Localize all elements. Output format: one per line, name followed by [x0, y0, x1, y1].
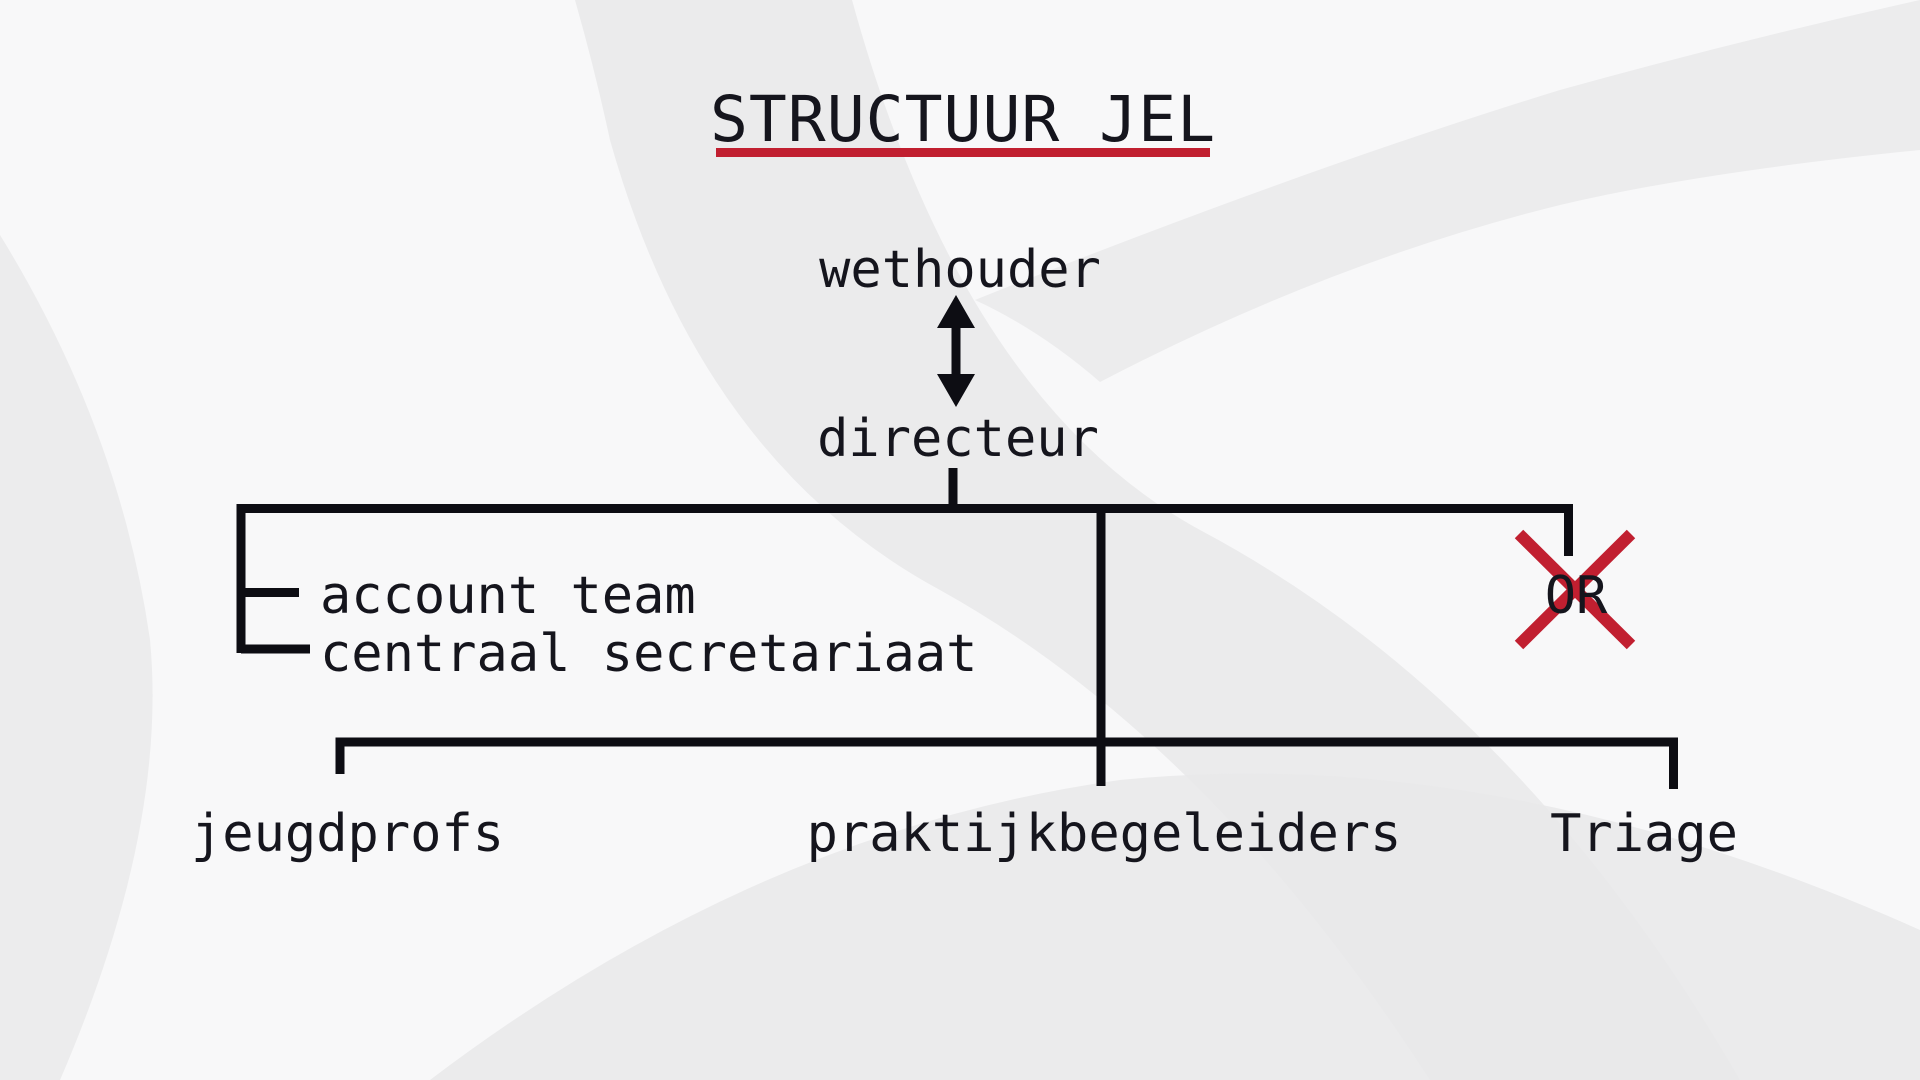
node-or-crossed-out: OR — [1544, 566, 1608, 626]
node-praktijkbegeleiders: praktijkbegeleiders — [806, 804, 1402, 864]
title-underline — [716, 148, 1210, 157]
watermark-bottom-band — [430, 773, 1920, 1080]
node-jeugdprofs: jeugdprofs — [191, 804, 505, 864]
node-triage: Triage — [1550, 804, 1738, 864]
node-directeur: directeur — [817, 409, 1099, 469]
node-account-team: account team — [320, 566, 696, 626]
node-centraal-secretariaat: centraal secretariaat — [320, 624, 978, 684]
node-wethouder: wethouder — [819, 240, 1101, 300]
watermark-right-band — [975, 0, 1920, 382]
watermark-left-arc — [0, 235, 153, 1080]
page-title: STRUCTUUR JEL — [709, 83, 1217, 156]
